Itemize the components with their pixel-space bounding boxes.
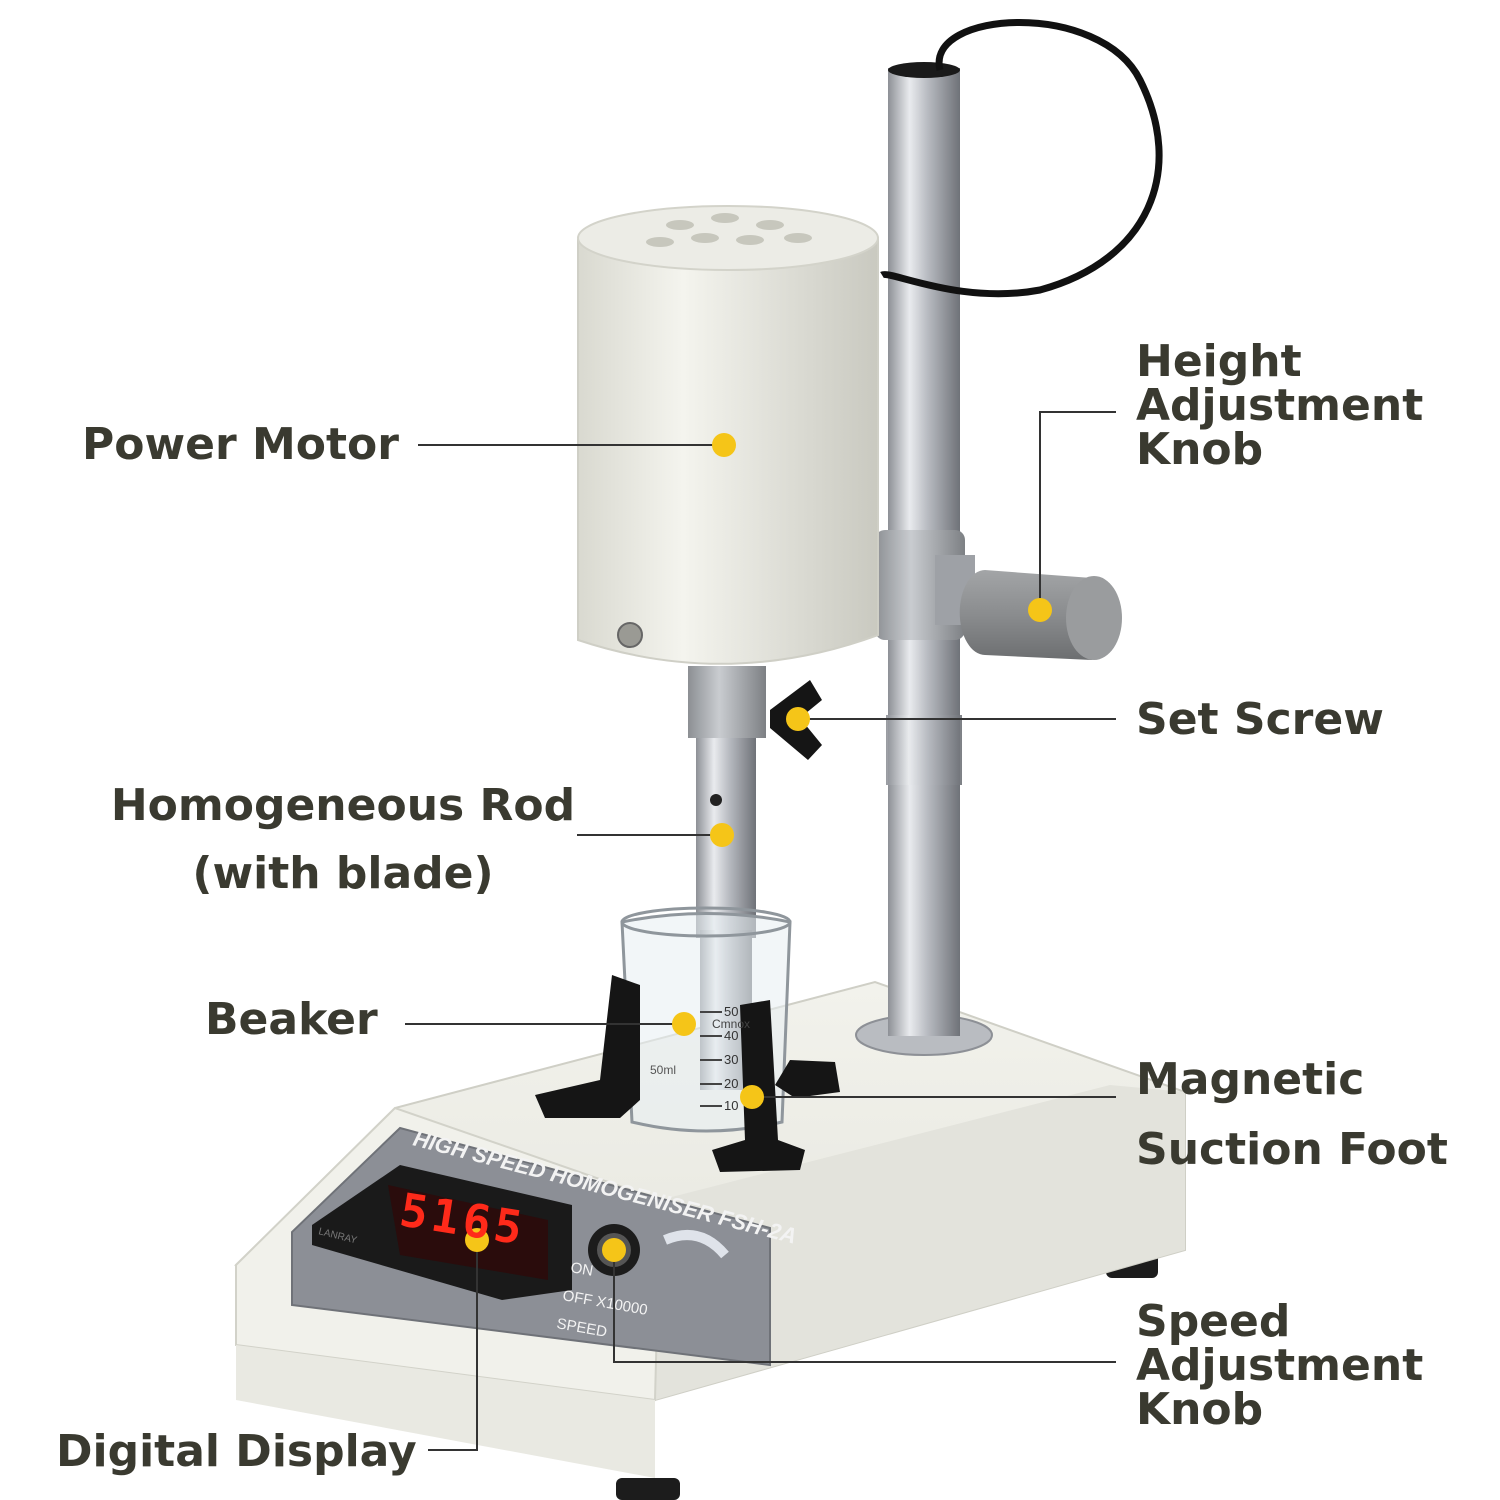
leader-lines — [405, 411, 1116, 1451]
beaker-brand: Cmnox — [712, 1017, 750, 1031]
label-line: Adjustment — [1136, 380, 1424, 431]
motor-screw — [617, 622, 643, 648]
label-line: Magnetic — [1136, 1054, 1365, 1105]
beaker-mark: 40 — [724, 1028, 738, 1043]
beaker-mark: 30 — [724, 1052, 738, 1067]
switch-on-label: ON — [569, 1259, 594, 1280]
label-digital-display: Digital Display — [56, 1426, 417, 1477]
beaker-graduations — [700, 1011, 722, 1107]
motor-top — [577, 205, 879, 271]
marker-set-screw — [786, 707, 810, 731]
label-line: (with blade) — [192, 848, 494, 900]
suction-foot-right — [712, 1000, 805, 1172]
leader-speed-knob — [613, 1252, 1116, 1363]
beaker-mark: 20 — [724, 1076, 738, 1091]
marker-beaker — [672, 1012, 696, 1036]
rod-hole — [710, 794, 722, 806]
base-front-bottom — [236, 1345, 655, 1478]
base-foot — [616, 1478, 680, 1500]
label-height-adjustment-knob: Height Adjustment Knob — [1136, 340, 1423, 472]
device-base — [234, 980, 1186, 1500]
leader-height-knob — [1039, 411, 1116, 610]
marker-magnetic-foot — [740, 1085, 764, 1109]
label-line: Height — [1136, 336, 1302, 387]
speed-arc — [663, 1230, 729, 1259]
label-line: Homogeneous Rod — [110, 780, 576, 831]
pole-top — [888, 62, 960, 78]
pole-grip — [886, 715, 962, 785]
marker-rod — [710, 823, 734, 847]
callout-markers — [465, 433, 1052, 1262]
beaker-mark: 50 — [724, 1004, 738, 1019]
beaker-mark: 10 — [724, 1098, 738, 1113]
marker-height-knob — [1028, 598, 1052, 622]
base-side-face — [655, 1085, 1185, 1400]
motor-vents — [646, 213, 812, 247]
suction-foot-left — [535, 975, 640, 1118]
power-motor-unit — [577, 205, 879, 760]
label-power-motor: Power Motor — [82, 419, 399, 470]
label-magnetic-suction-foot: Magnetic Suction Foot — [1136, 1045, 1448, 1186]
label-homogeneous-rod: Homogeneous Rod (with blade) — [108, 772, 578, 908]
magnetic-suction-feet — [535, 975, 840, 1172]
suction-foot-back — [775, 1060, 840, 1098]
beaker-rim — [620, 906, 792, 938]
marker-digital-display — [465, 1228, 489, 1252]
label-beaker: Beaker — [205, 994, 378, 1045]
label-line: Adjustment — [1136, 1340, 1424, 1391]
label-speed-adjustment-knob: Speed Adjustment Knob — [1136, 1300, 1423, 1432]
label-set-screw: Set Screw — [1136, 694, 1384, 745]
label-line: Speed — [1136, 1296, 1291, 1347]
label-line: Suction Foot — [1136, 1124, 1448, 1176]
power-cable — [880, 19, 1163, 298]
marker-speed-knob — [602, 1238, 626, 1262]
label-line: Knob — [1136, 424, 1264, 475]
height-knob-face — [1066, 576, 1122, 660]
motor-neck — [688, 666, 766, 738]
beaker-volume: 50ml — [650, 1063, 676, 1077]
leader-digital-display — [428, 1240, 478, 1451]
marker-power-motor — [712, 433, 736, 457]
label-line: Knob — [1136, 1384, 1264, 1435]
